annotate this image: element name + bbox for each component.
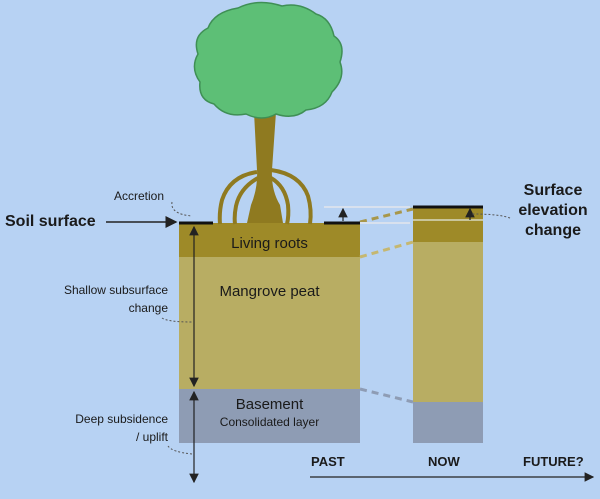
accretion-leader [171,201,193,217]
now-basement-layer [413,402,483,443]
now-roots-layer [413,207,483,242]
deep-line-2: / uplift [135,430,168,444]
basement-label: Basement [235,396,304,413]
surface-elevation-line-1: Surface [523,182,583,199]
connector-surface [359,207,414,224]
tree-root-right-inner [269,176,291,225]
tree-trunk [247,112,283,223]
now-peat-layer [413,242,483,402]
shallow-line-1: Shallow subsurface [63,283,168,297]
timeline-future-label: FUTURE? [523,454,584,469]
tree-root-right-outer [270,168,313,225]
tree-icon [193,1,343,225]
soil-surface-label: Soil surface [5,213,96,230]
past-basement-layer [179,389,360,443]
shallow-line-2: change [128,301,168,315]
deep-leader [167,445,193,455]
shallow-leader [161,317,193,323]
surface-elevation-change-label: Surface elevation change [508,181,598,241]
timeline-past-label: PAST [311,454,345,469]
accretion-label: Accretion [114,189,165,203]
shallow-subsurface-label: Shallow subsurface change [64,281,168,317]
consolidated-layer-label: Consolidated layer [219,415,320,429]
past-peat-layer [179,257,360,389]
connector-roots [359,240,414,259]
surface-elevation-line-3: change [524,222,581,239]
deep-subsidence-label: Deep subsidence / uplift [75,410,168,446]
timeline-now-label: NOW [428,454,460,469]
tree-root-left-outer [217,170,258,225]
past-roots-layer [179,223,360,257]
living-roots-label: Living roots [231,235,308,252]
deep-line-1: Deep subsidence [75,412,168,426]
surface-elevation-line-2: elevation [518,202,588,219]
mangrove-peat-label: Mangrove peat [219,283,320,300]
tree-canopy [193,1,343,119]
connector-basement [359,387,414,404]
tree-root-left-inner [232,176,260,225]
